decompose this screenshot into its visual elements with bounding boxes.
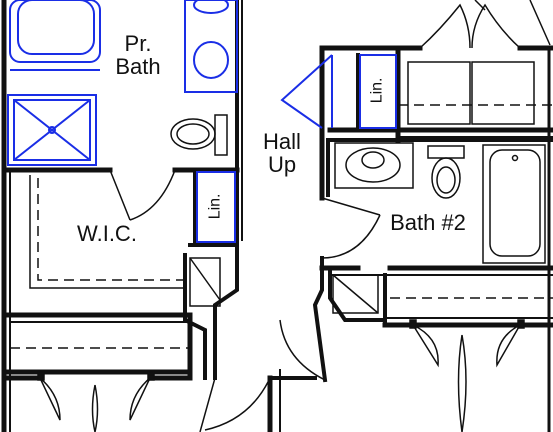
bath2-sink-inner <box>361 151 385 169</box>
primary-shower <box>7 94 97 166</box>
hall-label-line2: Up <box>267 152 297 178</box>
angled-wall-left <box>183 253 207 380</box>
primary-sink <box>193 41 229 79</box>
linen-right-closet <box>359 54 397 129</box>
wic-label: W.I.C. <box>77 221 137 246</box>
bath2-vanity <box>334 142 414 189</box>
primary-tub-inner <box>17 0 95 55</box>
top-right-double-door[interactable] <box>419 3 521 49</box>
primary-toilet-bowl <box>170 118 216 150</box>
primary-toilet-seat <box>176 123 210 145</box>
washer <box>407 61 471 125</box>
primary-bath-label: Pr. Bath <box>108 32 168 78</box>
bottom-right-door[interactable] <box>279 304 326 381</box>
bedroom-closet-double-door[interactable] <box>39 377 151 421</box>
post-3 <box>409 319 417 329</box>
angled-wall-left-2 <box>213 253 239 380</box>
primary-toilet-tank <box>214 114 228 156</box>
primary-bath-label-line2: Bath <box>115 54 161 80</box>
bath2-tub <box>482 144 546 264</box>
post-2 <box>147 371 155 381</box>
primary-tub <box>9 0 101 63</box>
shower-drain <box>48 126 56 134</box>
wic-shelf-dashed <box>37 178 183 281</box>
shelf-lines <box>10 104 553 349</box>
right-bottom-door[interactable] <box>457 334 467 432</box>
pr-bath-door[interactable] <box>109 169 176 221</box>
hall-label-line1: Hall <box>263 129 301 154</box>
primary-sink-top <box>193 0 229 14</box>
top-right-upper-door[interactable] <box>474 0 551 46</box>
angled-wall-right-2 <box>328 266 387 322</box>
small-closet-left <box>189 257 221 307</box>
hall-label: Hall Up <box>252 130 312 176</box>
bottom-center-door[interactable] <box>199 377 271 432</box>
small-closet-left-x <box>189 257 221 301</box>
bath2-sink <box>345 147 401 183</box>
primary-bath-label-line1: Pr. <box>124 31 152 56</box>
hall-closet-door[interactable] <box>280 54 333 129</box>
bath2-door[interactable] <box>321 197 381 259</box>
bath2-toilet-tank <box>427 145 465 159</box>
small-closet-right-x <box>332 274 379 314</box>
post-4 <box>517 319 525 329</box>
post-1 <box>37 371 45 381</box>
fixtures <box>7 0 397 243</box>
primary-shower-inner <box>13 99 91 161</box>
bath2-toilet-bowl <box>431 157 461 199</box>
black-fixtures <box>37 61 546 381</box>
bath2-toilet-seat <box>436 166 456 194</box>
dryer <box>471 61 535 125</box>
bedroom-door-bottom[interactable] <box>91 384 99 432</box>
bath2-label: Bath #2 <box>390 210 466 235</box>
bath2-tub-drain <box>511 154 519 162</box>
bath2-tub-inner <box>489 149 541 257</box>
wic-shelf-outline <box>29 175 183 289</box>
shower-drain-2 <box>13 99 91 161</box>
linen-left-closet <box>196 171 236 243</box>
primary-vanity <box>184 0 238 93</box>
linen-right-label: Lin. <box>368 77 386 104</box>
doors <box>39 0 551 432</box>
bath2-closet-double-door[interactable] <box>412 324 521 368</box>
linen-left-label: Lin. <box>206 193 224 220</box>
small-closet-right <box>332 274 379 314</box>
